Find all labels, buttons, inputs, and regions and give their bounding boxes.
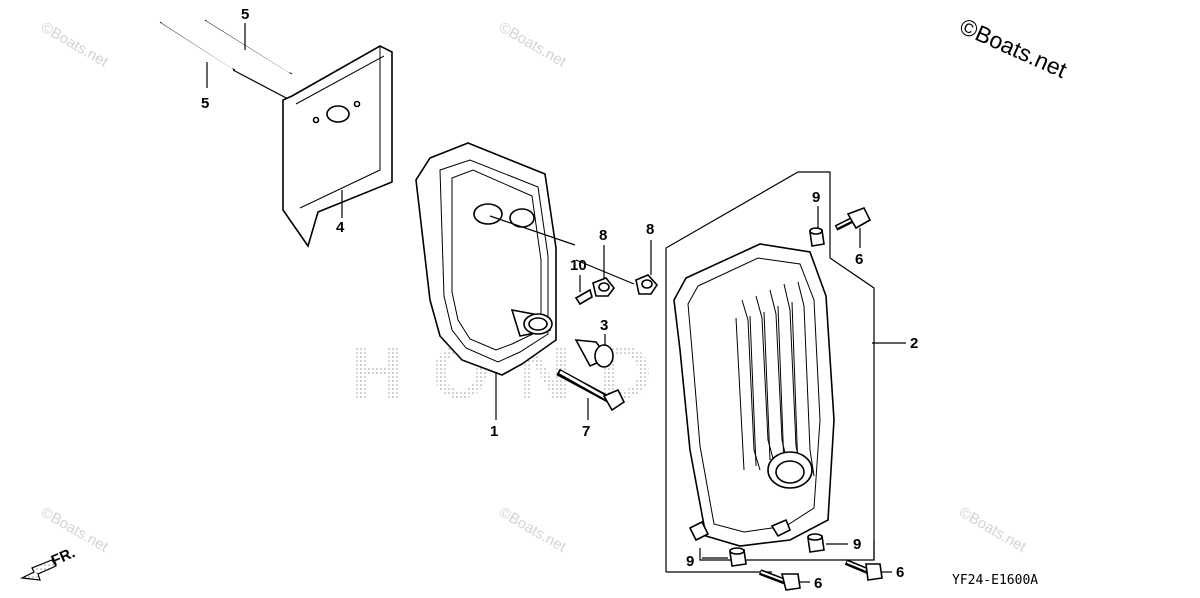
muffler [415, 142, 576, 420]
cover-bolts [758, 206, 892, 591]
callout-5: 5 [241, 6, 249, 23]
callout-4: 4 [336, 219, 345, 236]
callout-9: 9 [686, 553, 694, 570]
callout-8: 8 [599, 227, 607, 244]
watermark: ©Boats.net [496, 19, 570, 71]
callout-9: 9 [812, 189, 820, 206]
diagram-reference-code: YF24-E1600A [952, 573, 1038, 588]
callout-2: 2 [910, 335, 918, 352]
callout-1: 1 [490, 423, 498, 440]
callout-8: 8 [646, 221, 654, 238]
flange-bolt [556, 368, 626, 420]
watermark: ©Boats.net [956, 504, 1030, 556]
watermark: ©Boats.net [38, 19, 112, 71]
callout-6: 6 [896, 564, 904, 581]
watermark: ©Boats.net [496, 504, 570, 556]
spark-arrester [574, 334, 614, 368]
screw [574, 275, 593, 306]
callout-9: 9 [853, 536, 861, 553]
callout-7: 7 [582, 423, 590, 440]
callout-6: 6 [814, 575, 822, 592]
front-direction-arrow: FR. [19, 544, 78, 581]
callout-10: 10 [570, 257, 587, 274]
watermark: ©Boats.net [38, 504, 112, 556]
callout-labels: 5 5 4 1 2 3 7 10 8 8 9 9 9 6 6 6 [201, 6, 918, 592]
copyright-label: ©Boats.net [956, 13, 1071, 83]
guide-lines [665, 171, 875, 573]
callout-3: 3 [600, 317, 608, 334]
callout-6: 6 [855, 251, 863, 268]
stud-bolts [159, 19, 293, 101]
nuts [575, 240, 659, 297]
muffler-protector [673, 243, 906, 547]
heat-shield-plate [282, 45, 393, 248]
collars [702, 206, 848, 567]
front-direction-label: FR. [49, 544, 78, 569]
callout-5: 5 [201, 95, 209, 112]
